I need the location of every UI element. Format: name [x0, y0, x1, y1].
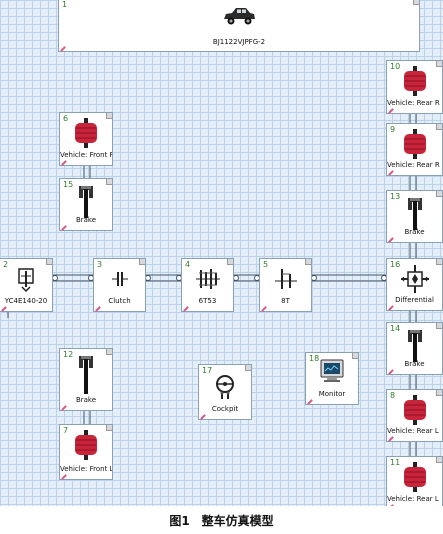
wheel-icon	[71, 430, 101, 464]
block-label: Cockpit	[211, 405, 239, 413]
block-number: 14	[390, 324, 401, 333]
monitor-icon	[319, 358, 345, 388]
brake-icon	[71, 184, 101, 222]
clutch-block[interactable]: 3 Clutch	[93, 258, 146, 312]
differential-icon	[400, 265, 429, 297]
block-number: 9	[390, 125, 396, 134]
block-label: Brake	[404, 228, 425, 236]
block-number: 15	[63, 180, 74, 189]
wheel-icon	[400, 462, 430, 496]
engine-block[interactable]: 2 YC4E140-20	[0, 258, 53, 312]
block-label: Differential	[395, 296, 434, 304]
block-label: Brake	[75, 216, 97, 224]
cockpit-icon	[212, 374, 238, 404]
rear-left-wheel-block-11[interactable]: 11 Vehicle: Rear L	[386, 456, 443, 506]
wheel-icon	[400, 129, 430, 163]
rear-right-wheel-block-9[interactable]: 9 Vehicle: Rear R	[386, 123, 443, 176]
block-label: BJ1122VJPFG-2	[212, 38, 266, 46]
gearbox-block[interactable]: 4 6T53	[181, 258, 234, 312]
block-number: 13	[390, 192, 401, 201]
wheel-icon	[400, 66, 430, 100]
block-label: Vehicle: Rear R	[387, 99, 440, 107]
front-left-wheel-block-7[interactable]: 7 Vehicle: Front L	[59, 424, 113, 480]
wheel-icon	[400, 395, 430, 429]
brake-icon	[71, 354, 101, 398]
brake-block-14[interactable]: 14 Brake	[386, 322, 443, 375]
block-label: Vehicle: Front L	[60, 465, 112, 473]
diagram-canvas: 1 BJ1122VJPFG-2 10 Vehicle: Rear R 9	[0, 0, 443, 506]
final-drive-icon	[274, 267, 298, 295]
brake-icon	[400, 328, 430, 366]
front-right-wheel-block-6[interactable]: 6 Vehicle: Front R	[59, 112, 113, 166]
block-number: 17	[202, 366, 213, 375]
block-label: 6T53	[198, 297, 217, 305]
block-label: Vehicle: Rear L	[387, 427, 439, 435]
block-number: 6	[63, 114, 69, 123]
brake-icon	[400, 196, 430, 234]
brake-block-13[interactable]: 13 Brake	[386, 190, 443, 243]
block-label: Brake	[75, 396, 97, 404]
figure-number: 图1	[169, 514, 190, 528]
block-label: Monitor	[318, 390, 346, 398]
block-number: 11	[390, 458, 401, 467]
block-label: YC4E140-20	[4, 297, 48, 305]
final-drive-block[interactable]: 5 8T	[259, 258, 312, 312]
block-number: 4	[185, 260, 191, 269]
block-number: 10	[390, 62, 401, 71]
brake-block-15[interactable]: 15 Brake	[59, 178, 113, 231]
block-label: Clutch	[108, 297, 131, 305]
block-number: 1	[62, 0, 68, 9]
block-number: 12	[63, 350, 74, 359]
block-label: Brake	[404, 360, 425, 368]
monitor-block[interactable]: 18 Monitor	[305, 352, 359, 405]
block-number: 3	[97, 260, 103, 269]
clutch-icon	[110, 269, 130, 293]
block-number: 8	[390, 391, 396, 400]
block-number: 2	[3, 260, 9, 269]
brake-block-12[interactable]: 12 Brake	[59, 348, 113, 411]
differential-block[interactable]: 16 Differential	[386, 258, 443, 311]
figure-caption: 图1 整车仿真模型	[0, 512, 443, 529]
vehicle-block[interactable]: 1 BJ1122VJPFG-2	[58, 0, 420, 52]
block-number: 7	[63, 426, 69, 435]
rear-left-wheel-block-8[interactable]: 8 Vehicle: Rear L	[386, 389, 443, 442]
engine-icon	[15, 267, 37, 297]
wheel-icon	[71, 118, 101, 152]
cockpit-block[interactable]: 17 Cockpit	[198, 364, 252, 420]
block-label: Vehicle: Rear L	[387, 495, 439, 503]
block-number: 5	[263, 260, 269, 269]
car-icon	[221, 6, 257, 30]
figure-title: 整车仿真模型	[201, 514, 274, 528]
block-number: 18	[309, 354, 320, 363]
block-number: 16	[390, 260, 401, 269]
block-label: Vehicle: Rear R	[387, 161, 440, 169]
gearbox-icon	[195, 267, 221, 295]
block-label: Vehicle: Front R	[60, 151, 112, 159]
block-label: 8T	[281, 297, 290, 305]
rear-right-wheel-block-10[interactable]: 10 Vehicle: Rear R	[386, 60, 443, 114]
